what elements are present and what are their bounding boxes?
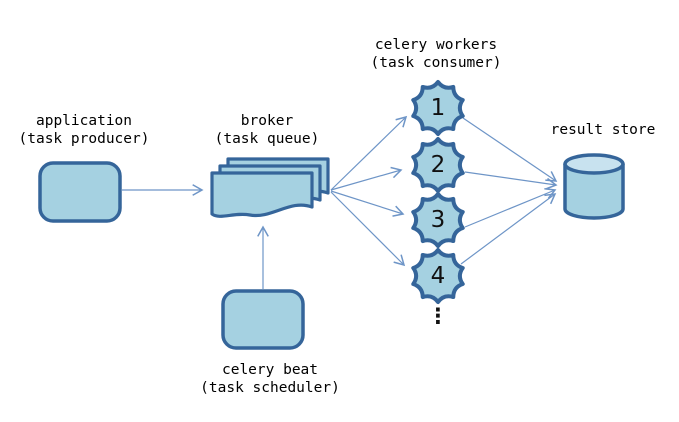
celery-beat-label: celery beat (task scheduler) [190,361,350,397]
edge-broker-to-worker-1 [330,115,408,191]
celery-workers-name: celery workers [374,37,498,53]
result-store-name: result store [550,122,656,138]
broker-name: broker [240,113,294,129]
worker-1-number: 1 [430,95,446,121]
application-name: application [35,113,133,129]
edge-broker-to-worker-4 [330,191,406,267]
application-role: (task producer) [18,131,150,147]
worker-1-node [411,80,465,136]
more-workers-ellipsis: ⋮ [427,304,449,328]
application-node [38,161,122,223]
edge-broker-to-worker-3 [330,190,405,217]
broker-node [210,157,330,218]
edge-worker-4-to-result-store [460,193,557,265]
result-store-cylinder-top [563,153,625,175]
edges-group [122,115,558,289]
worker-2-node [411,137,465,193]
worker-2-number: 2 [430,152,446,178]
worker-4-node [411,248,465,304]
worker-4-number: 4 [430,263,446,289]
broker-label: broker (task queue) [187,112,347,148]
edge-worker-2-to-result-store [464,171,558,190]
worker-3-node [411,192,465,248]
celery-beat-role: (task scheduler) [200,380,340,396]
celery-beat-node [221,289,305,350]
edge-broker-to-worker-2 [330,166,403,191]
worker-3-number: 3 [430,207,446,233]
result-store-node [563,153,625,220]
result-store-label: result store [523,121,679,139]
result-store-cylinder-body [563,164,625,220]
application-label: application (task producer) [4,112,164,148]
workers-group [411,80,465,304]
broker-document-front [210,171,314,218]
edge-worker-1-to-result-store [462,117,558,182]
edge-worker-3-to-result-store [464,187,557,228]
celery-workers-label: celery workers (task consumer) [356,36,516,72]
celery-beat-name: celery beat [221,362,319,378]
broker-role: (task queue) [214,131,320,147]
celery-workers-role: (task consumer) [370,55,502,71]
